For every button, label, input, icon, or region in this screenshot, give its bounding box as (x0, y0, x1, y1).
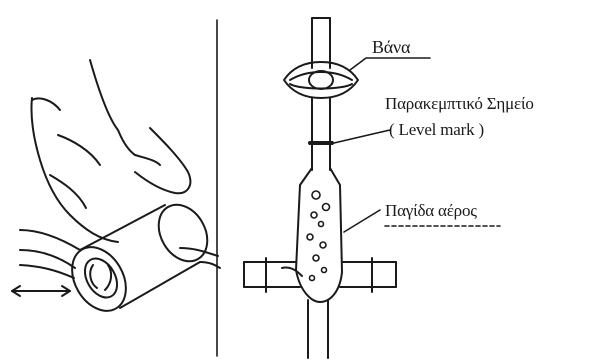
drip-tube (308, 18, 330, 358)
level-mark-label-english: ( Level mark ) (389, 120, 484, 140)
air-bubble-icon (307, 191, 330, 281)
tube-line-left (20, 230, 220, 278)
air-trap-label: Παγίδα αέρος (385, 201, 477, 221)
valve-icon (284, 62, 358, 98)
valve-label: Βάνα (372, 37, 410, 58)
hand-icon (31, 60, 190, 242)
double-arrow-icon (12, 286, 70, 296)
air-trap-chamber (244, 168, 396, 302)
level-mark-label-greek: Παρακεμπτικό Σημείο (385, 94, 534, 114)
tube-roller-icon (61, 196, 217, 320)
